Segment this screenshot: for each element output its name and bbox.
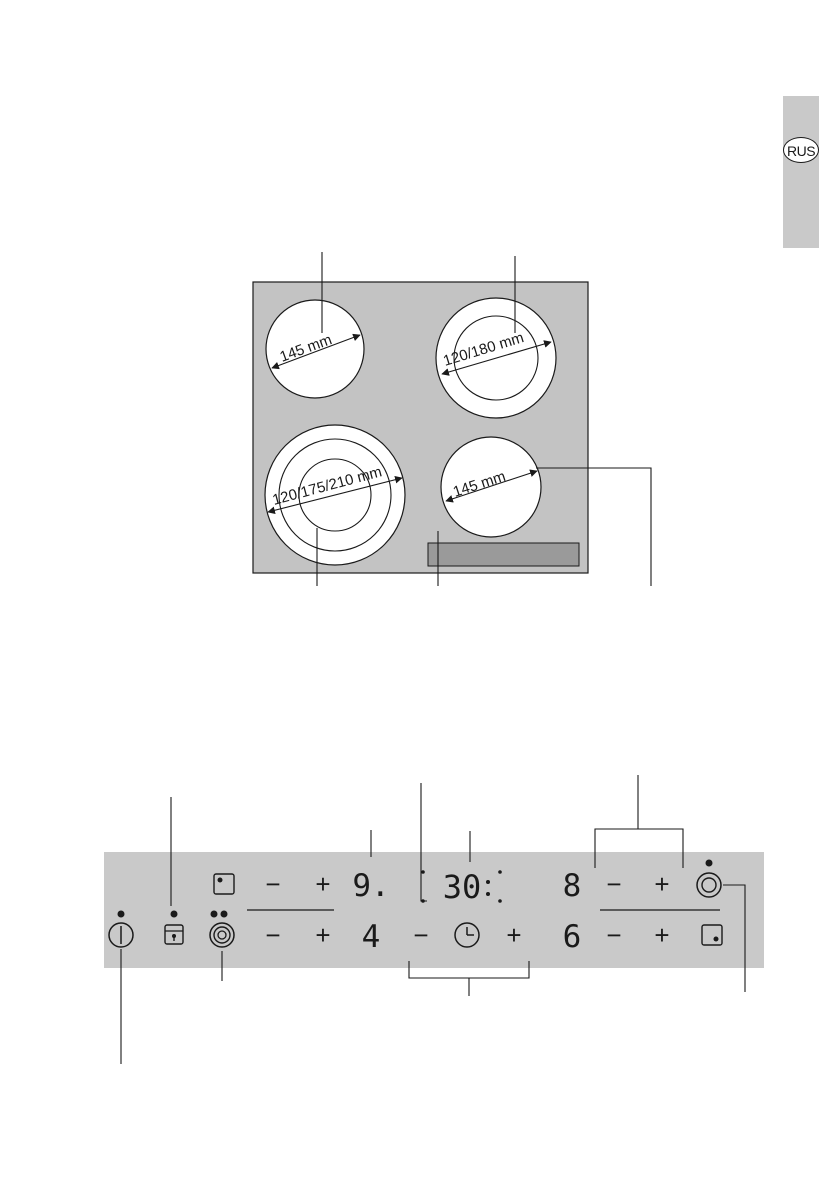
timer-plus-button[interactable]: +	[506, 920, 521, 950]
hob-control-strip	[427, 542, 580, 567]
dual-circuit-button[interactable]	[209, 910, 235, 948]
zone-position-icon	[701, 924, 723, 946]
top-right-plus-button[interactable]: +	[654, 869, 669, 899]
bottom-right-level-display: 6	[563, 919, 582, 955]
top-right-minus-button[interactable]: −	[606, 869, 621, 899]
language-badge: RUS	[783, 137, 819, 163]
clock-icon	[454, 922, 480, 948]
timer-minus-button[interactable]: −	[413, 920, 428, 950]
lock-icon	[164, 924, 184, 945]
hob-top-view: 145 mm 120/180 mm 120/175/210 mm 145 mm	[252, 252, 652, 586]
bottom-left-level-display: 4	[362, 919, 381, 955]
top-left-plus-button[interactable]: +	[315, 869, 330, 899]
zone-front-left: 120/175/210 mm	[264, 424, 406, 566]
bottom-right-minus-button[interactable]: −	[606, 920, 621, 950]
top-left-level-display: 9.	[352, 868, 389, 904]
main-power-button[interactable]	[108, 910, 134, 948]
top-right-level-display: 8	[563, 868, 582, 904]
control-panel: − + 9. − + 4 30 − + 8 − +	[104, 775, 764, 1064]
bottom-left-minus-button[interactable]: −	[265, 920, 280, 950]
triple-ring-icon	[209, 922, 235, 948]
dual-indicator-dot-2	[220, 910, 228, 918]
dual-ring-indicator-dot	[705, 859, 713, 867]
zone-front-right: 145 mm	[440, 436, 542, 538]
top-left-minus-button[interactable]: −	[265, 869, 280, 899]
language-tab	[783, 96, 819, 248]
power-indicator-dot	[117, 910, 125, 918]
dual-ring-button[interactable]	[696, 859, 722, 898]
zone-back-right: 120/180 mm	[435, 297, 557, 419]
child-lock-button[interactable]	[164, 910, 184, 945]
dual-indicator-dot-1	[210, 910, 218, 918]
zone-position-icon	[213, 873, 235, 895]
bottom-right-plus-button[interactable]: +	[654, 920, 669, 950]
lock-indicator-dot	[170, 910, 178, 918]
zone-indicator-front-right	[701, 924, 723, 946]
bottom-left-plus-button[interactable]: +	[315, 920, 330, 950]
panel-callout-lines	[120, 775, 746, 1064]
dual-ring-icon	[696, 872, 722, 898]
zone-back-left: 145 mm	[265, 299, 365, 399]
zone-indicator-back-left	[213, 873, 235, 895]
timer-display: 30	[421, 868, 502, 906]
timer-digits: 30	[443, 868, 482, 906]
hob-callout-lines	[316, 252, 652, 586]
power-icon	[108, 922, 134, 948]
